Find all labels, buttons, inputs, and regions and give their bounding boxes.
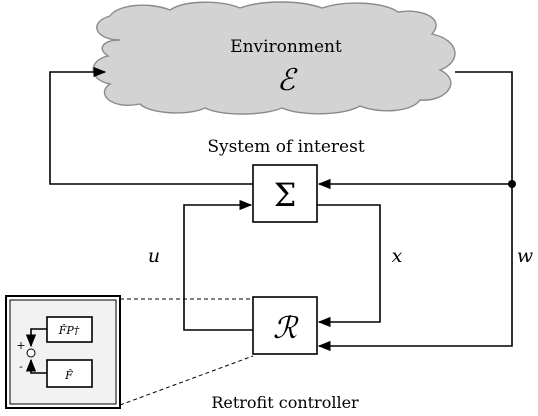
inset-top-wire bbox=[25, 328, 47, 348]
controller-block bbox=[252, 296, 318, 355]
environment-output-line bbox=[455, 71, 513, 184]
zoom-line-bottom bbox=[119, 355, 254, 406]
inset-minus-sign: - bbox=[19, 360, 23, 373]
signal-x-label: x bbox=[392, 245, 403, 267]
system-block bbox=[252, 164, 318, 223]
environment-cloud bbox=[92, 1, 456, 115]
environment-title: Environment bbox=[230, 37, 342, 57]
inset-panel bbox=[9, 299, 117, 405]
controller-caption: Retrofit controller bbox=[211, 393, 359, 412]
environment-symbol: ℰ bbox=[277, 63, 298, 98]
system-symbol: Σ bbox=[274, 176, 297, 214]
signal-w-label: w bbox=[517, 245, 533, 267]
inset-bottom-block-label: F̂ bbox=[64, 369, 73, 382]
inset-top-block-label: F̂P† bbox=[58, 324, 80, 337]
x-signal-line bbox=[317, 204, 381, 328]
system-to-environment-line bbox=[49, 66, 253, 185]
w-to-controller-line bbox=[317, 184, 513, 352]
inset-plus-sign: + bbox=[16, 339, 25, 352]
inset-summing-junction bbox=[26, 348, 36, 358]
inset-top-block bbox=[46, 316, 93, 343]
system-caption: System of interest bbox=[207, 137, 365, 157]
u-signal-line bbox=[183, 199, 253, 331]
inset-bottom-wire bbox=[25, 358, 47, 374]
signal-u-label: u bbox=[148, 245, 160, 267]
controller-symbol: ℛ bbox=[273, 311, 299, 346]
